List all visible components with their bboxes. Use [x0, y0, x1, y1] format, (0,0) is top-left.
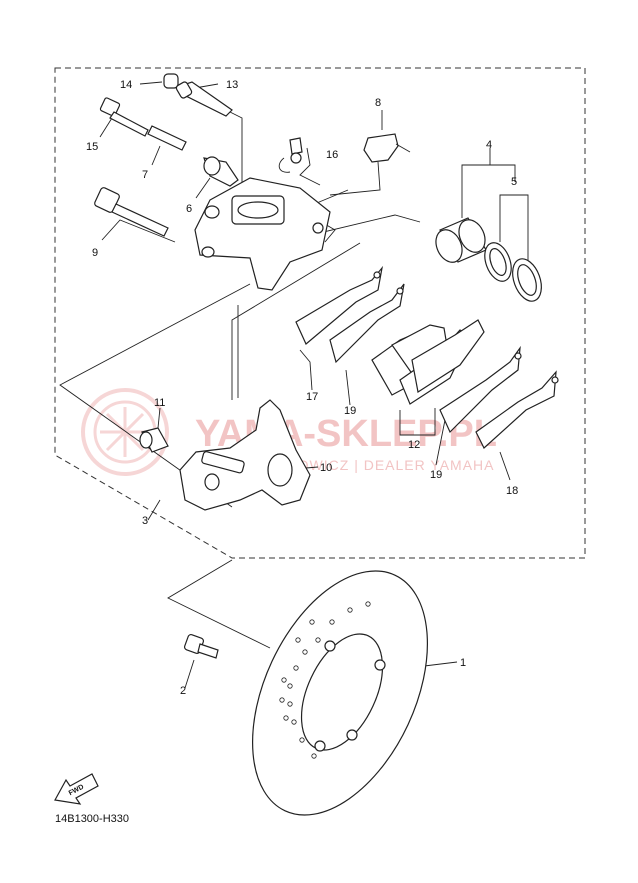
part-4-piston — [435, 217, 487, 263]
leader-lines — [59, 81, 529, 689]
part-15-bolt — [99, 97, 149, 137]
part-7-pin — [147, 125, 187, 151]
callout-2: 2 — [180, 685, 186, 697]
part-8-clip — [363, 133, 411, 163]
callout-5: 5 — [511, 176, 517, 188]
part-9-bolt — [94, 187, 169, 237]
part-18-shim — [475, 370, 559, 449]
part-17-shim — [295, 265, 383, 345]
callout-4: 4 — [486, 139, 492, 151]
part-10-bracket — [179, 399, 311, 511]
callout-19a: 19 — [344, 405, 356, 417]
callout-18: 18 — [506, 485, 518, 497]
callout-1: 1 — [460, 657, 466, 669]
callout-16: 16 — [326, 149, 338, 161]
callout-9: 9 — [92, 247, 98, 259]
part-11-boot — [139, 427, 169, 453]
callout-13: 13 — [226, 79, 238, 91]
callout-6: 6 — [186, 203, 192, 215]
part-1-brake-disc — [251, 570, 429, 816]
callout-7: 7 — [142, 169, 148, 181]
callout-15: 15 — [86, 141, 98, 153]
drawing-code: 14B1300-H330 — [55, 813, 129, 825]
callout-3: 3 — [142, 515, 148, 527]
callout-11: 11 — [154, 397, 165, 409]
part-2-bolt — [183, 633, 219, 659]
part-16-bleed-screw — [278, 137, 303, 173]
callout-12: 12 — [408, 439, 420, 451]
assembly-boundary — [54, 67, 586, 559]
callout-14: 14 — [120, 79, 132, 91]
part-6-boot — [203, 156, 239, 187]
callout-19b: 19 — [430, 469, 442, 481]
fwd-arrow-icon: FWD — [54, 773, 99, 805]
caliper-body — [194, 177, 331, 291]
part-5-seals — [484, 242, 542, 302]
callout-17: 17 — [306, 391, 318, 403]
callout-8: 8 — [375, 97, 381, 109]
part-12-pads — [371, 319, 485, 405]
part-13-pin — [175, 81, 233, 117]
part-19b-shim — [439, 345, 522, 434]
part-19a-shim — [329, 283, 405, 364]
part-14-sleeve — [163, 73, 179, 89]
callout-labels: 14 13 15 7 6 16 8 9 4 5 17 19 12 19 18 1… — [86, 79, 518, 697]
callout-10: 10 — [320, 462, 332, 474]
